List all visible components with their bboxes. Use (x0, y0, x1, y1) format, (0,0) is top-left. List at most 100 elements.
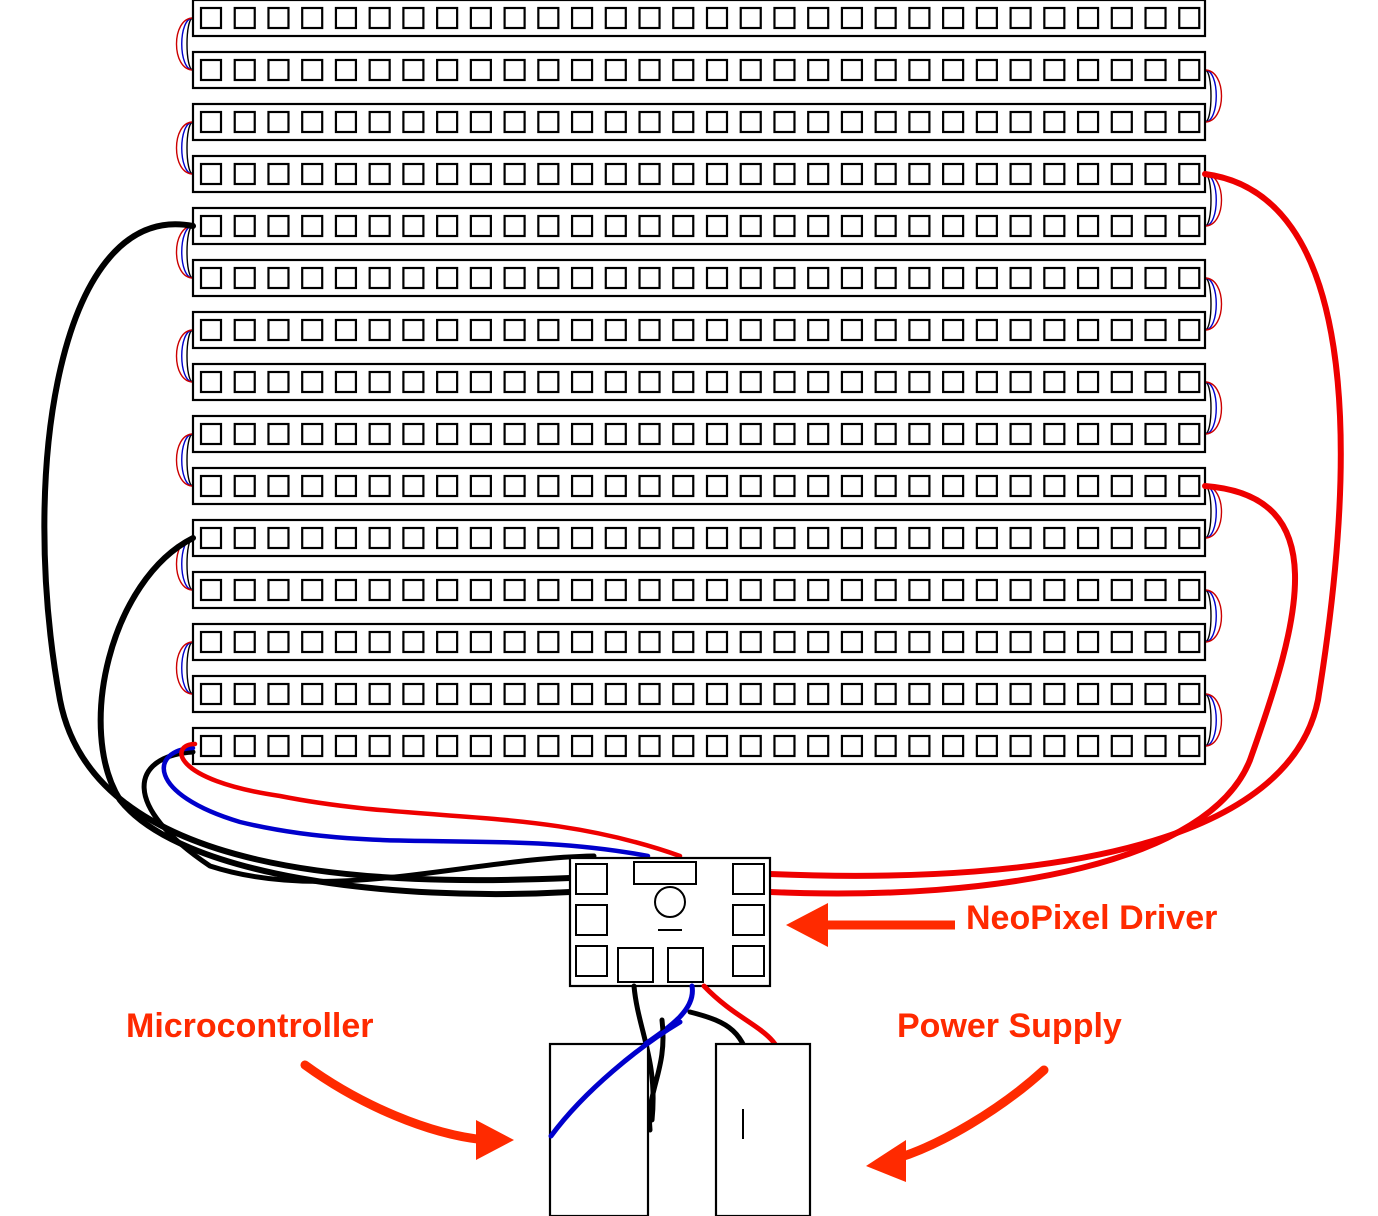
ground-bus-wire-inner (97, 535, 573, 898)
led-pixel (334, 734, 358, 758)
serpentine-link-wire (186, 329, 194, 383)
led-pixel (503, 214, 526, 238)
led-pixel (705, 266, 729, 290)
led-pixel (672, 266, 695, 290)
led-pixel (503, 734, 526, 758)
led-pixel (1076, 6, 1100, 30)
led-pixel (705, 214, 729, 238)
led-pixel (739, 110, 762, 134)
serpentine-link-wire (181, 641, 194, 695)
led-pixel (301, 214, 324, 238)
led-pixel (301, 422, 324, 446)
led-pixel (368, 734, 391, 758)
led-pixel (908, 58, 931, 82)
led-pixel (1178, 370, 1201, 394)
driver-terminal-left[interactable] (575, 904, 608, 936)
led-pixel (1043, 526, 1066, 550)
strip-data-wire (161, 745, 651, 859)
led-strip (191, 518, 1207, 558)
led-pixel (874, 214, 897, 238)
led-pixel (874, 370, 897, 394)
led-pixel (1043, 734, 1066, 758)
led-pixel (402, 474, 425, 498)
led-pixel (233, 526, 256, 550)
neopixel-driver-board[interactable] (568, 856, 772, 988)
led-pixel (469, 162, 492, 186)
serpentine-link-wire (181, 121, 194, 175)
driver-terminal-left[interactable] (575, 945, 608, 977)
led-pixel (267, 162, 290, 186)
led-pixel (368, 318, 391, 342)
led-pixel (570, 578, 594, 602)
driver-terminal-bottom-left[interactable] (617, 947, 654, 983)
led-pixel (874, 474, 897, 498)
led-pixel (436, 6, 459, 30)
led-pixel (199, 630, 223, 654)
led-pixel (267, 58, 290, 82)
led-pixel (705, 422, 729, 446)
power-supply-body[interactable] (714, 1042, 812, 1216)
led-pixel (840, 682, 864, 706)
led-pixel (705, 110, 729, 134)
led-pixel (773, 6, 796, 30)
led-pixel (570, 214, 594, 238)
led-pixel (840, 58, 864, 82)
led-pixel (233, 578, 256, 602)
driver-terminal-right[interactable] (732, 945, 765, 977)
led-pixel (1144, 318, 1167, 342)
led-pixel (1009, 370, 1032, 394)
led-pixel (570, 6, 594, 30)
led-pixel (942, 162, 965, 186)
led-pixel (942, 58, 965, 82)
led-pixel (840, 526, 864, 550)
led-pixel (469, 578, 492, 602)
serpentine-link-wire (1204, 277, 1223, 331)
led-pixel (1178, 422, 1201, 446)
led-pixel (672, 578, 695, 602)
led-pixel (301, 110, 324, 134)
led-pixel (537, 370, 560, 394)
led-pixel (807, 266, 830, 290)
led-pixel (570, 734, 594, 758)
led-pixel (469, 474, 492, 498)
led-pixel (874, 266, 897, 290)
led-pixel (705, 162, 729, 186)
led-pixel (301, 474, 324, 498)
serpentine-link-wire (1204, 381, 1217, 435)
led-pixel (672, 422, 695, 446)
led-pixel (874, 630, 897, 654)
driver-terminal-bottom-right[interactable] (667, 947, 704, 983)
led-pixel (807, 682, 830, 706)
led-pixel (705, 526, 729, 550)
led-pixel (975, 58, 998, 82)
led-pixel (1009, 578, 1032, 602)
led-pixel (1110, 214, 1133, 238)
strip-power-wire (179, 741, 683, 859)
driver-terminal-right[interactable] (732, 863, 765, 895)
led-pixel (840, 370, 864, 394)
led-pixel (199, 58, 223, 82)
led-pixel (199, 110, 223, 134)
microcontroller-body[interactable] (548, 1042, 650, 1216)
led-pixel (604, 682, 627, 706)
driver-terminal-right[interactable] (732, 904, 765, 936)
led-pixel (503, 370, 526, 394)
led-strip (191, 50, 1207, 90)
led-pixel (807, 734, 830, 758)
led-pixel (840, 110, 864, 134)
microcontroller-board[interactable] (548, 1042, 650, 1216)
led-pixel (1178, 474, 1201, 498)
serpentine-link-wire (175, 17, 194, 71)
driver-header-top[interactable] (633, 861, 697, 885)
serpentine-link-wire (1204, 693, 1212, 747)
led-pixel (301, 526, 324, 550)
led-pixel (908, 110, 931, 134)
driver-terminal-left[interactable] (575, 863, 608, 895)
led-pixel (1076, 214, 1100, 238)
power-supply-board[interactable] (714, 1042, 812, 1216)
led-pixel (604, 370, 627, 394)
led-pixel (267, 6, 290, 30)
led-pixel (638, 110, 661, 134)
led-strip (191, 154, 1207, 194)
led-pixel (267, 474, 290, 498)
